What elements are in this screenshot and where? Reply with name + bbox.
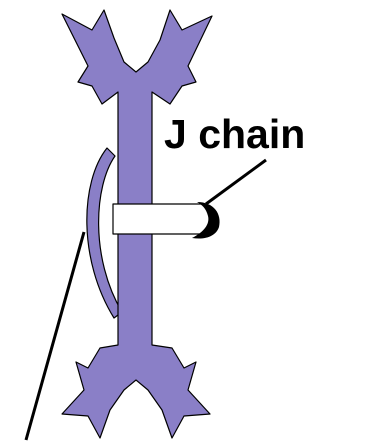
j-chain-label: J chain [164, 111, 305, 157]
j-chain-cap [192, 202, 220, 239]
j-chain-bar [112, 203, 214, 235]
j-chain-leader-line [205, 158, 267, 206]
secretory-leader-line [24, 231, 86, 441]
